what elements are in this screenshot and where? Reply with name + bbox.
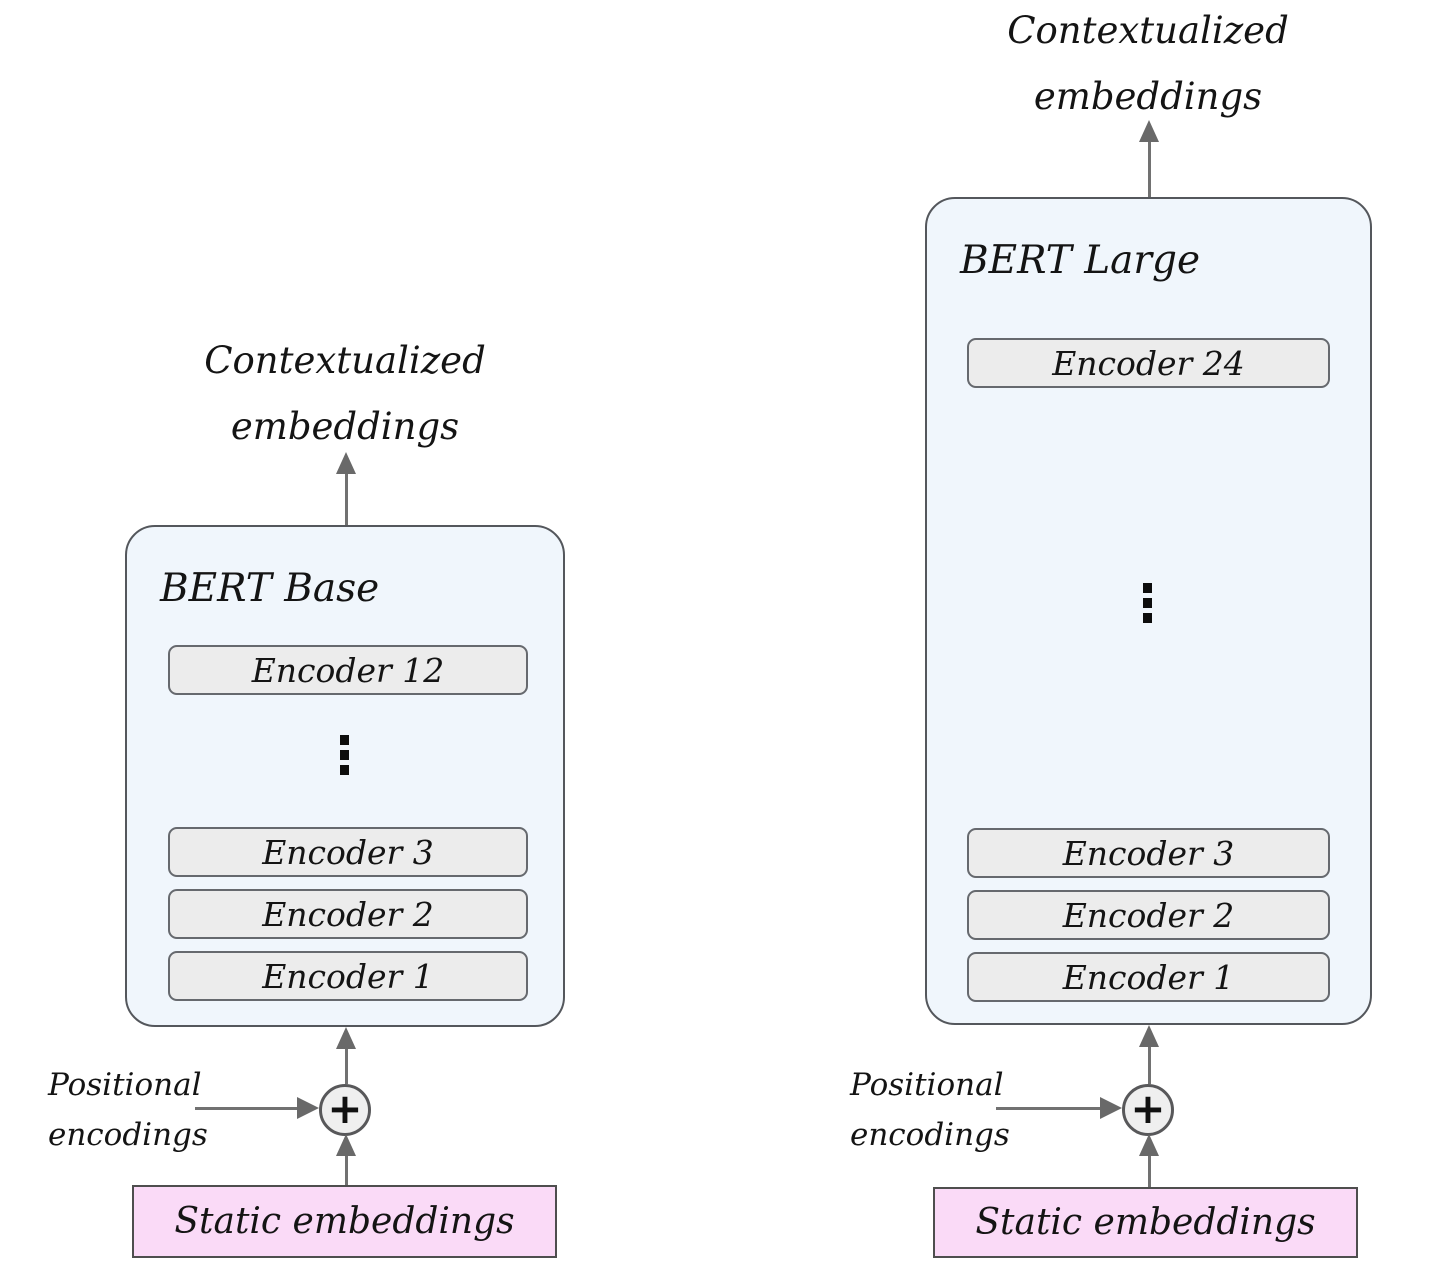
bert-base-box xyxy=(125,525,565,1027)
plus-icon: + xyxy=(1130,1083,1166,1133)
arrow-shaft xyxy=(344,1043,348,1084)
output-label-line2: embeddings xyxy=(230,405,460,448)
arrow-shaft xyxy=(996,1106,1104,1110)
encoder-3-box: Encoder 3 xyxy=(967,828,1330,878)
vertical-ellipsis-icon xyxy=(340,735,349,775)
arrow-up-icon xyxy=(1139,1025,1159,1084)
arrow-shaft xyxy=(1147,136,1151,197)
arrow-right-icon xyxy=(195,1097,319,1119)
static-embeddings-box: Static embeddings xyxy=(132,1185,557,1258)
arrow-shaft xyxy=(344,468,348,525)
encoder-3-box: Encoder 3 xyxy=(168,827,528,877)
static-embeddings-box: Static embeddings xyxy=(933,1187,1358,1258)
arrow-head xyxy=(1100,1097,1122,1119)
output-label-line1: Contextualized xyxy=(204,339,486,382)
encoder-1-box: Encoder 1 xyxy=(967,952,1330,1002)
arrow-head xyxy=(336,1134,356,1156)
positional-label-line2: encodings xyxy=(850,1117,1010,1153)
positional-label-line1: Positional xyxy=(48,1067,202,1103)
arrow-up-icon xyxy=(336,452,356,525)
add-circle-icon: + xyxy=(319,1084,371,1136)
positional-encodings-label: Positional encodings xyxy=(850,1060,1010,1160)
encoder-2-box: Encoder 2 xyxy=(967,890,1330,940)
model-title: BERT Large xyxy=(960,238,1201,283)
arrow-head xyxy=(336,1027,356,1049)
vertical-ellipsis-icon xyxy=(1143,583,1152,623)
output-label-line1: Contextualized xyxy=(1007,9,1289,52)
arrow-shaft xyxy=(344,1150,348,1185)
arrow-head xyxy=(1139,1025,1159,1047)
output-label-line2: embeddings xyxy=(1033,75,1263,118)
add-circle-icon: + xyxy=(1122,1084,1174,1136)
arrow-head xyxy=(1139,1134,1159,1156)
positional-encodings-label: Positional encodings xyxy=(48,1060,208,1160)
encoder-1-box: Encoder 1 xyxy=(168,951,528,1001)
positional-label-line2: encodings xyxy=(48,1117,208,1153)
encoder-12-box: Encoder 12 xyxy=(168,645,528,695)
arrow-up-icon xyxy=(1139,1134,1159,1187)
arrow-up-icon xyxy=(1139,120,1159,197)
arrow-shaft xyxy=(1147,1041,1151,1084)
arrow-shaft xyxy=(195,1106,301,1110)
arrow-right-icon xyxy=(996,1097,1122,1119)
contextualized-embeddings-label: Contextualized embeddings xyxy=(135,328,555,460)
arrow-head xyxy=(1139,120,1159,142)
positional-label-line1: Positional xyxy=(850,1067,1004,1103)
arrow-up-icon xyxy=(336,1027,356,1084)
plus-icon: + xyxy=(327,1083,363,1133)
arrow-head xyxy=(297,1097,319,1119)
arrow-up-icon xyxy=(336,1134,356,1185)
encoder-2-box: Encoder 2 xyxy=(168,889,528,939)
model-title: BERT Base xyxy=(160,566,380,611)
arrow-head xyxy=(336,452,356,474)
arrow-shaft xyxy=(1147,1150,1151,1187)
encoder-24-box: Encoder 24 xyxy=(967,338,1330,388)
bert-large-box xyxy=(925,197,1372,1025)
contextualized-embeddings-label: Contextualized embeddings xyxy=(938,0,1358,130)
